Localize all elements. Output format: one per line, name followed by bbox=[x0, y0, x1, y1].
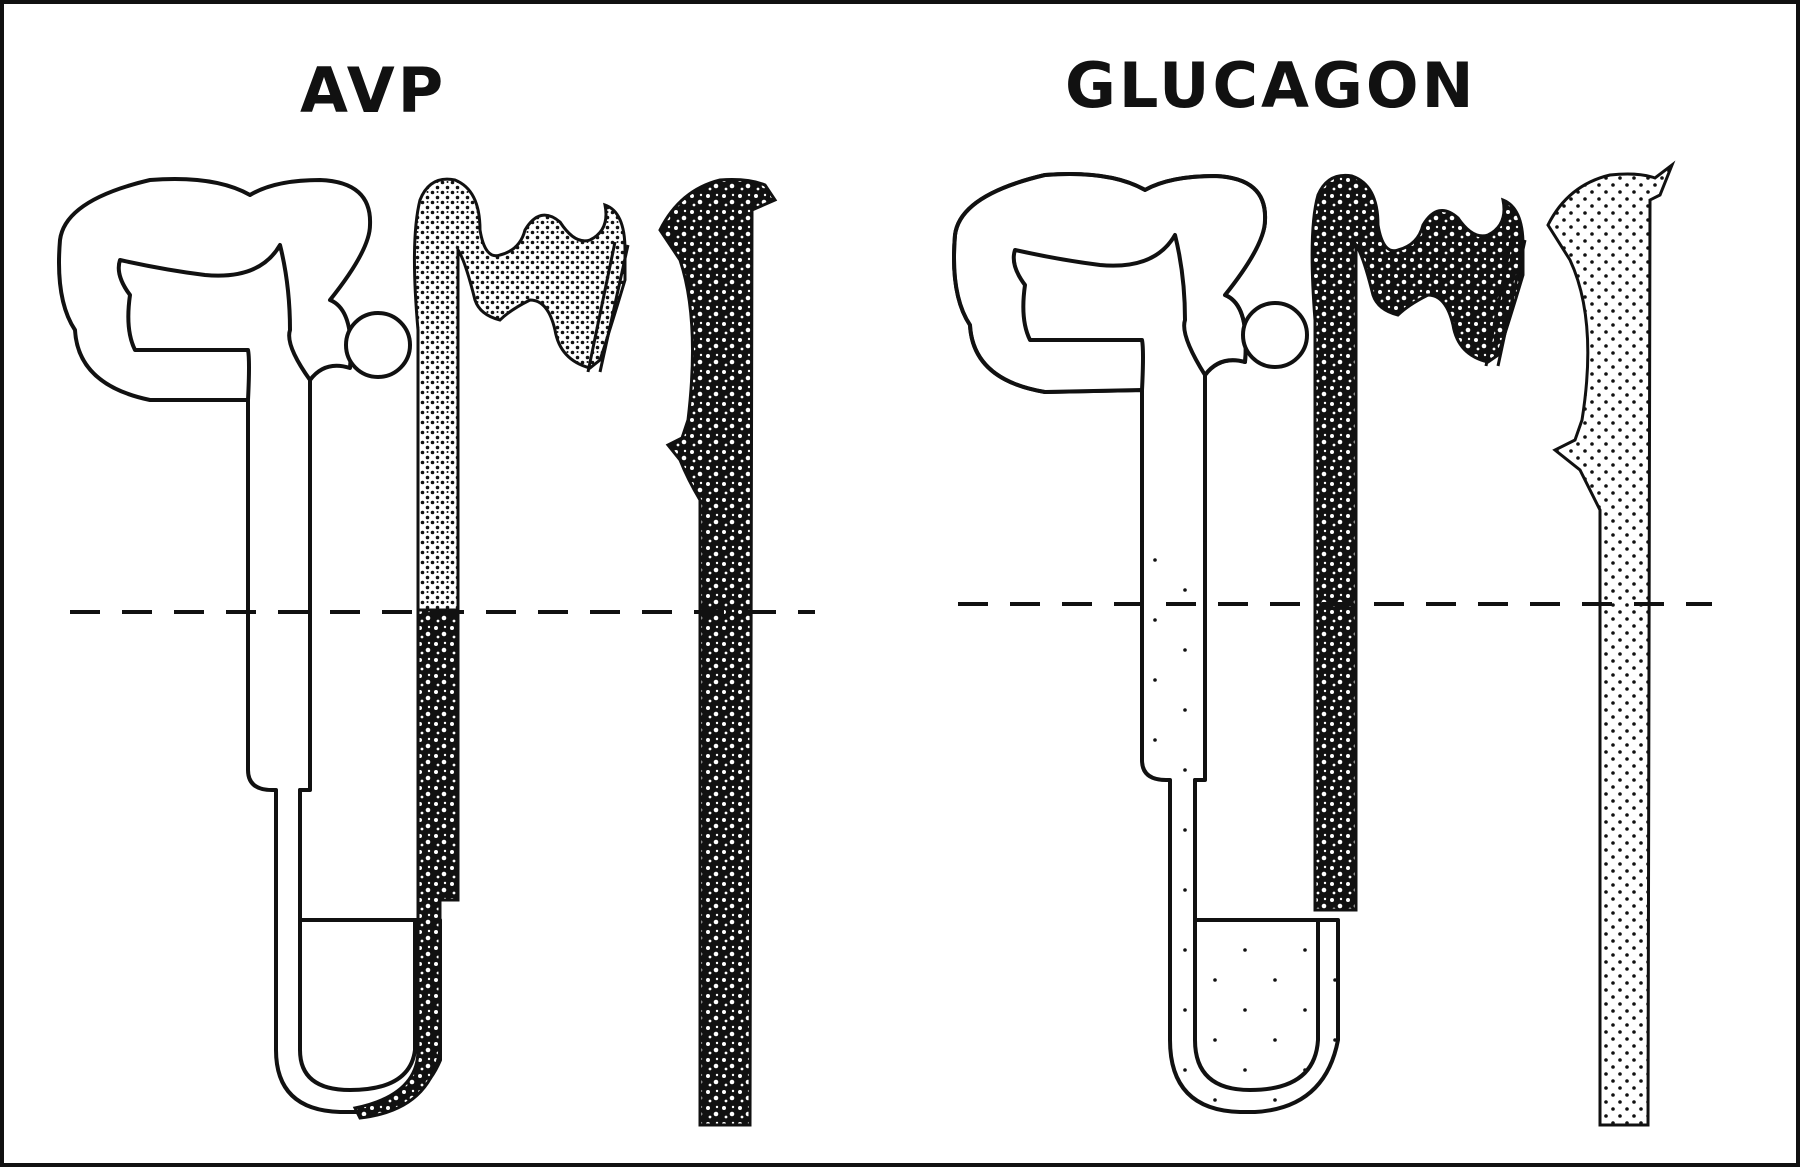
avp-panel-title: AVP bbox=[300, 54, 446, 127]
glucagon-ascending-limb bbox=[1312, 175, 1523, 910]
avp-macula-densa bbox=[346, 313, 410, 377]
glucagon-proximal-cortex bbox=[956, 176, 1263, 540]
glucagon-panel: GLUCAGON bbox=[954, 49, 1712, 1125]
avp-ascending-limb-cortical bbox=[414, 179, 625, 610]
glucagon-macula-densa bbox=[1243, 303, 1307, 367]
avp-panel: AVP bbox=[59, 54, 815, 1125]
glucagon-panel-title: GLUCAGON bbox=[1065, 49, 1477, 122]
avp-collecting-duct bbox=[660, 180, 775, 1125]
glucagon-collecting-duct bbox=[1548, 165, 1672, 1125]
